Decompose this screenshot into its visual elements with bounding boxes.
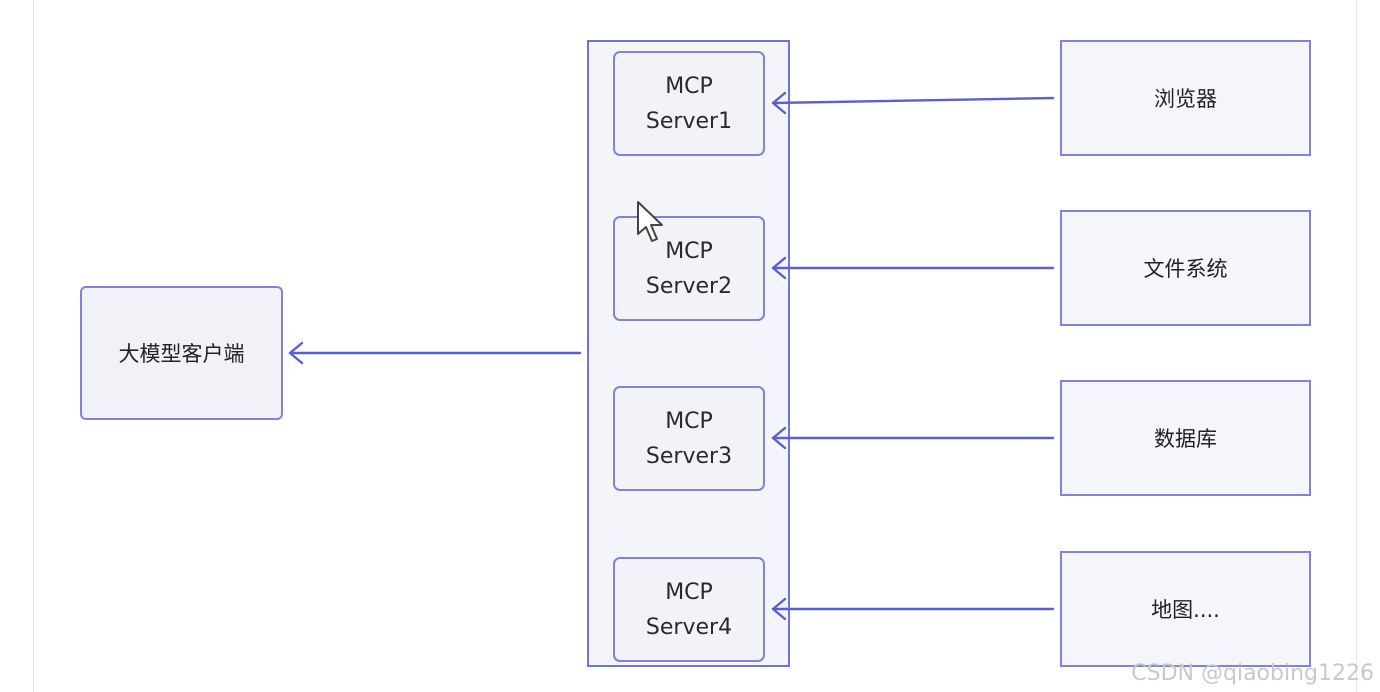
resource-browser-node: 浏览器	[1060, 40, 1311, 156]
arrow-database-to-server3	[771, 426, 1055, 450]
mcp-server-1-node: MCP Server1	[613, 51, 765, 156]
llm-client-label: 大模型客户端	[118, 342, 245, 366]
resource-browser-label: 浏览器	[1154, 87, 1217, 111]
mcp-server-1-line1: MCP	[665, 73, 713, 99]
arrow-map-to-server4	[771, 597, 1055, 621]
mcp-server-4-node: MCP Server4	[613, 557, 765, 662]
mcp-server-4-line2: Server4	[645, 614, 733, 640]
mouse-cursor-icon	[637, 201, 663, 242]
resource-filesystem-label: 文件系统	[1143, 257, 1228, 281]
resource-filesystem-node: 文件系统	[1060, 210, 1311, 326]
mcp-server-2-line2: Server2	[645, 273, 733, 299]
resource-map-node: 地图....	[1060, 551, 1311, 667]
left-page-border	[33, 0, 34, 692]
resource-database-node: 数据库	[1060, 380, 1311, 496]
llm-client-node: 大模型客户端	[80, 286, 283, 420]
watermark-text: CSDN @qiaobing1226	[1131, 661, 1374, 686]
mcp-server-1-line2: Server1	[645, 108, 733, 134]
mcp-server-3-line2: Server3	[645, 443, 733, 469]
mcp-server-4-line1: MCP	[665, 579, 713, 605]
right-page-border	[1356, 0, 1357, 692]
arrow-group-to-client	[288, 341, 582, 365]
mcp-server-3-node: MCP Server3	[613, 386, 765, 491]
mcp-server-3-line1: MCP	[665, 408, 713, 434]
resource-map-label: 地图....	[1151, 598, 1220, 622]
arrow-filesystem-to-server2	[771, 256, 1055, 280]
resource-database-label: 数据库	[1154, 427, 1217, 451]
mcp-server-2-line1: MCP	[665, 238, 713, 264]
arrow-browser-to-server1	[771, 91, 1055, 115]
